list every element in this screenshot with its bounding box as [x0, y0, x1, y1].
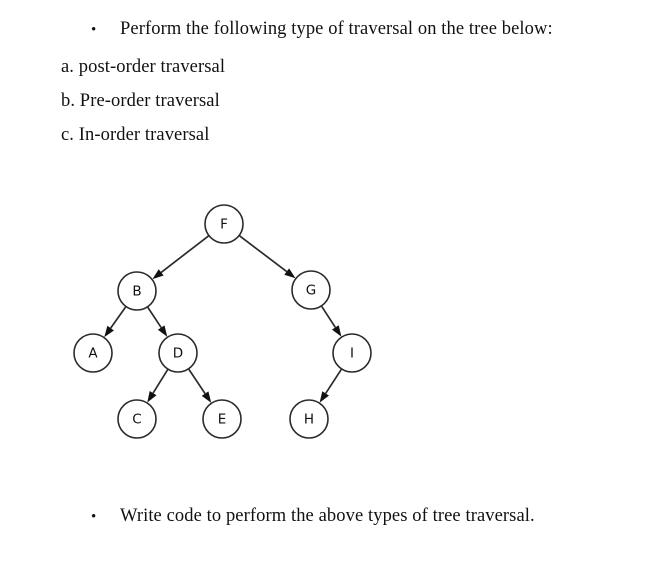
bullet-icon: •	[91, 22, 97, 38]
arrowhead-icon	[157, 325, 168, 337]
node-label: D	[173, 346, 183, 362]
node-label: B	[132, 284, 141, 300]
tree-edge-d-c	[152, 369, 169, 394]
node-circle	[291, 270, 331, 310]
tree-node-e: E	[202, 399, 242, 439]
tree-node-a: A	[73, 333, 113, 373]
arrowhead-icon	[201, 391, 212, 403]
tree-edge-b-d	[147, 306, 162, 329]
node-circle	[332, 333, 372, 373]
tree-node-g: G	[291, 270, 331, 310]
top-bullet-item: • Perform the following type of traversa…	[91, 20, 553, 39]
tree-edge-d-e	[188, 368, 206, 395]
node-label: H	[304, 412, 314, 428]
node-label: I	[350, 346, 354, 362]
arrowhead-icon	[147, 390, 157, 403]
bullet-icon: •	[91, 509, 97, 525]
bottom-bullet-text: Write code to perform the above types of…	[120, 506, 535, 526]
arrowhead-icon	[104, 325, 114, 338]
bottom-bullet-item: • Write code to perform the above types …	[91, 507, 535, 526]
node-label: F	[220, 217, 228, 233]
option-a: a. post-order traversal	[61, 57, 226, 77]
top-bullet-text: Perform the following type of traversal …	[120, 19, 553, 39]
node-circle	[73, 333, 113, 373]
node-circle	[202, 399, 242, 439]
node-circle	[204, 204, 244, 244]
tree-node-h: H	[289, 399, 329, 439]
node-circle	[158, 333, 198, 373]
tree-edge-f-g	[239, 235, 288, 273]
node-label: G	[306, 283, 316, 299]
arrowhead-icon	[319, 391, 329, 403]
tree-edge-g-i	[320, 305, 337, 328]
option-c: c. In-order traversal	[61, 125, 210, 145]
tree-node-c: C	[117, 399, 157, 439]
arrowhead-icon	[152, 269, 164, 280]
tree-node-b: B	[117, 271, 157, 311]
tree-nodes: F B G A D I C E H	[73, 204, 372, 439]
tree-edge-i-h	[324, 368, 343, 394]
option-b: b. Pre-order traversal	[61, 91, 220, 111]
tree-edge-f-b	[160, 235, 210, 274]
tree-edges	[104, 235, 343, 403]
node-circle	[117, 399, 157, 439]
node-circle	[117, 271, 157, 311]
arrowhead-icon	[284, 268, 296, 279]
tree-node-d: D	[158, 333, 198, 373]
node-label: A	[88, 346, 98, 362]
tree-node-f: F	[204, 204, 244, 244]
node-label: E	[218, 412, 227, 428]
node-circle	[289, 399, 329, 439]
tree-edge-b-a	[109, 306, 127, 329]
tree-node-i: I	[332, 333, 372, 373]
arrowhead-icon	[332, 325, 342, 337]
node-label: C	[132, 412, 141, 428]
